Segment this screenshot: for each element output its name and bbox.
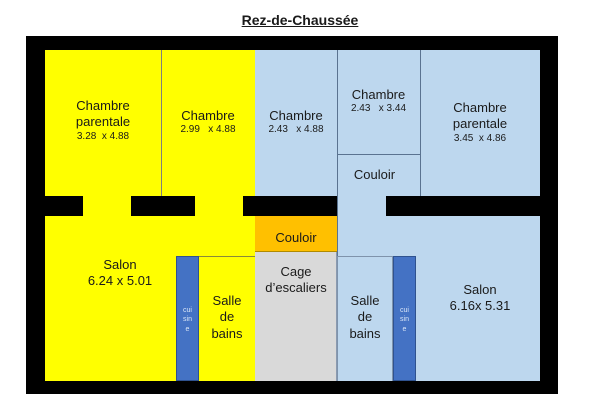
label-center-couloir: Couloir xyxy=(275,230,317,245)
interior-wall-3 xyxy=(243,196,337,216)
interior-wall-4 xyxy=(386,196,540,216)
interior-wall-1 xyxy=(45,196,83,216)
left-salle-de-bains xyxy=(199,256,255,381)
label-left-salon: Salon 6.24 x 5.01 xyxy=(87,257,153,289)
label-left-cuisine: cui sin e xyxy=(183,307,192,333)
label-right-chambre-1: Chambre 2.43 x 4.88 xyxy=(268,108,324,136)
divider-right-couloir-side xyxy=(337,196,338,256)
label-left-salle-de-bains: Salle de bains xyxy=(211,293,243,341)
right-salle-de-bains xyxy=(337,256,393,381)
label-right-cuisine: cui sin e xyxy=(400,307,409,333)
label-right-chambre-2: Chambre 2.43 x 3.44 xyxy=(350,87,407,115)
center-couloir xyxy=(255,216,337,252)
cage-escaliers xyxy=(255,252,337,381)
label-left-chambre: Chambre 2.99 x 4.88 xyxy=(180,108,236,136)
label-right-salon: Salon 6.16x 5.31 xyxy=(449,282,511,314)
label-left-chambre-parentale: Chambre parentale 3.28 x 4.88 xyxy=(75,98,131,142)
right-cuisine xyxy=(393,256,416,381)
label-right-chambre-parentale: Chambre parentale 3.45 x 4.86 xyxy=(452,100,508,144)
left-cuisine xyxy=(176,256,199,381)
label-cage-escaliers: Cage d’escaliers xyxy=(265,264,327,296)
divider-left-bedrooms xyxy=(161,50,162,196)
label-right-salle-de-bains: Salle de bains xyxy=(349,293,381,341)
divider-right-1 xyxy=(337,50,338,196)
interior-wall-2 xyxy=(131,196,195,216)
divider-right-2 xyxy=(420,50,421,196)
divider-right-couloir xyxy=(337,154,420,155)
label-right-couloir: Couloir xyxy=(353,167,396,182)
plan-title: Rez-de-Chaussée xyxy=(241,12,359,28)
